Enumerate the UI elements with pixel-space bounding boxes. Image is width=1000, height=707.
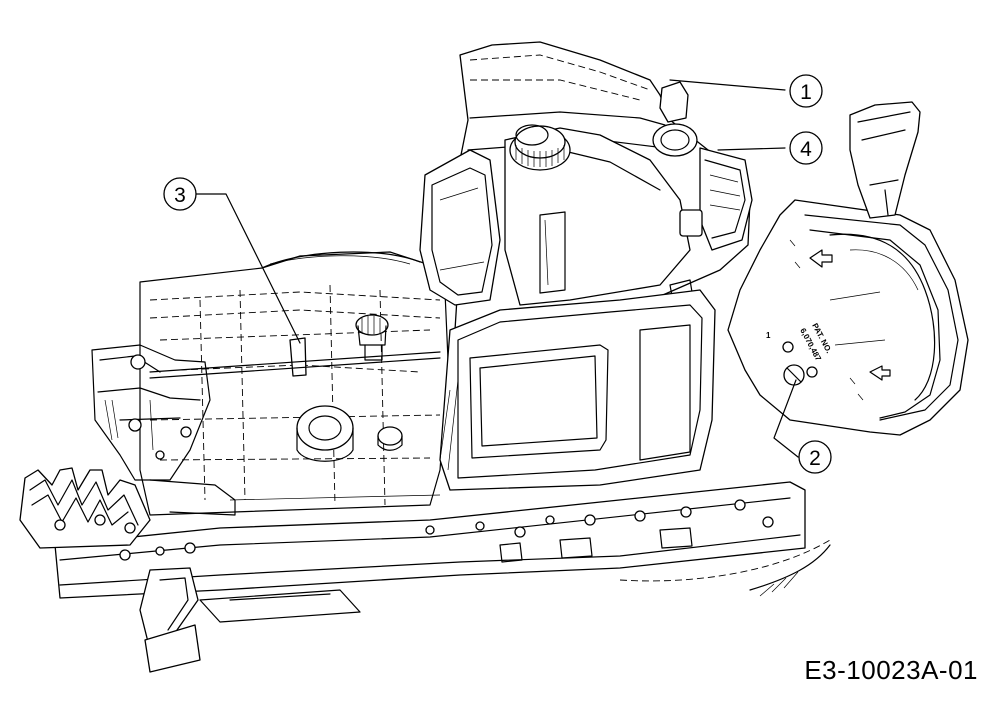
callout-1-label: 1 [800,81,812,104]
callout-2-label: 2 [809,447,821,470]
dash-panel: PAT. NO. 6,070,487 1 [727,101,969,436]
carburetor-assembly [91,344,236,516]
auger-teeth [19,467,151,549]
auger-shroud [439,289,716,491]
frame-rail [54,481,831,673]
callout-1: 1 [669,74,823,108]
callout-4-label: 4 [800,138,812,161]
callout-3-label: 3 [174,184,186,207]
choke-position-mark: 1 [766,331,771,340]
engine-block [139,251,449,516]
callout-2: 2 [773,379,832,474]
callout-3: 3 [163,177,301,344]
drawing-code: E3-10023A-01 [804,655,978,685]
engine-shroud [419,41,753,331]
callout-4: 4 [717,131,823,165]
